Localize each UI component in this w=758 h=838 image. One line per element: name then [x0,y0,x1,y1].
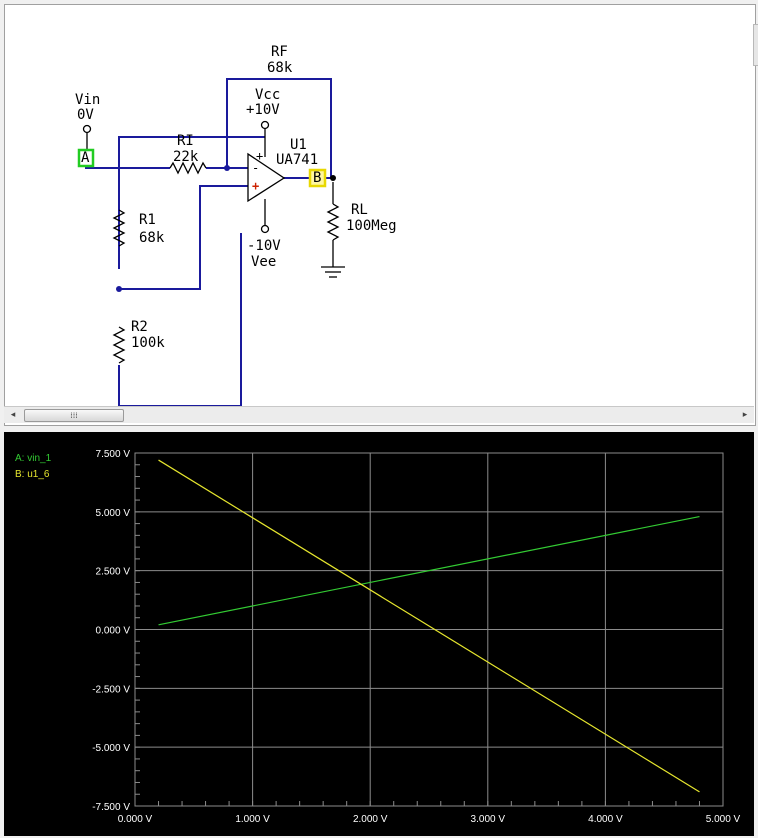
series-line-b [158,459,700,793]
r2-name: R2 [131,319,148,335]
scroll-left-arrow-icon[interactable]: ◂ [10,410,16,420]
rf-name: RF [271,44,288,60]
legend-item-a: A: vin_1 [15,453,52,464]
x-tick-label: 1.000 V [235,814,270,825]
opamp-plus-label: + [252,179,260,193]
probe-a-label: A [81,150,90,166]
x-tick-label: 5.000 V [706,814,741,825]
rf-value: 68k [267,60,293,76]
opamp-minus-label: - [252,161,260,175]
rl-resistor[interactable] [326,203,340,241]
y-tick-label: -7.500 V [92,802,130,813]
x-tick-label: 0.000 V [118,814,153,825]
vee-terminal[interactable] [260,224,270,234]
probe-a[interactable] [77,148,95,168]
x-tick-label: 2.000 V [353,814,388,825]
rl-value: 100Meg [346,218,397,234]
schematic-drawing [77,78,345,407]
plot-area: 0.000 V 1.000 V 2.000 V 3.000 V 4.000 V 5.000… [92,449,741,825]
vcc-terminal[interactable] [260,120,270,130]
vee-value: -10V [247,238,281,254]
opamp-ref: U1 [290,137,307,153]
ri-value: 22k [173,149,199,165]
opamp-symbol[interactable] [247,152,286,203]
y-tick-label: 2.500 V [96,567,131,578]
x-tick-label: 4.000 V [588,814,623,825]
probe-b-label: B [313,170,322,186]
schematic-canvas[interactable]: Vin 0V A B RF 68k RI 22k R1 68k R2 100k … [4,4,756,426]
ri-name: RI [177,133,194,149]
junction-r1-r2 [116,286,122,292]
series-line-a [158,515,700,626]
y-tick-label: 5.000 V [96,508,131,519]
r2-resistor[interactable] [112,326,126,364]
scroll-thumb[interactable]: ⁞⁞⁞ [24,409,124,422]
vcc-label: Vcc [255,87,281,103]
vin-value: 0V [77,107,94,123]
y-tick-label: -2.500 V [92,684,130,695]
scroll-right-arrow-icon[interactable]: ▸ [742,410,748,420]
rl-name: RL [351,202,368,218]
vertical-scrollbar[interactable] [753,24,758,66]
r1-name: R1 [139,212,156,228]
wire-rf-loop[interactable] [226,78,332,178]
junction-output [330,175,336,181]
opamp-model: UA741 [276,152,319,168]
junction-rf-ri [224,165,230,171]
vin-label: Vin [75,92,101,108]
r2-value: 100k [131,335,165,351]
y-tick-label: -5.000 V [92,743,130,754]
r1-value: 68k [139,230,165,246]
grapher-view[interactable]: 0.000 V 1.000 V 2.000 V 3.000 V 4.000 V 5.000… [4,432,754,836]
probe-b[interactable] [308,168,327,188]
legend-item-b: B: u1_6 [15,469,50,480]
y-tick-label: 0.000 V [96,626,131,637]
vee-label: Vee [251,254,277,270]
y-tick-label: 7.500 V [96,449,131,460]
r1-resistor[interactable] [112,209,126,247]
wire-divider-plus[interactable] [119,185,248,290]
x-tick-label: 3.000 V [471,814,506,825]
opamp-vplus-pin: + [256,149,264,163]
vcc-value: +10V [246,102,280,118]
vin-terminal[interactable] [82,124,92,134]
horizontal-scrollbar[interactable]: ◂ ⁞⁞⁞ ▸ [4,406,754,423]
ri-resistor[interactable] [169,161,207,175]
